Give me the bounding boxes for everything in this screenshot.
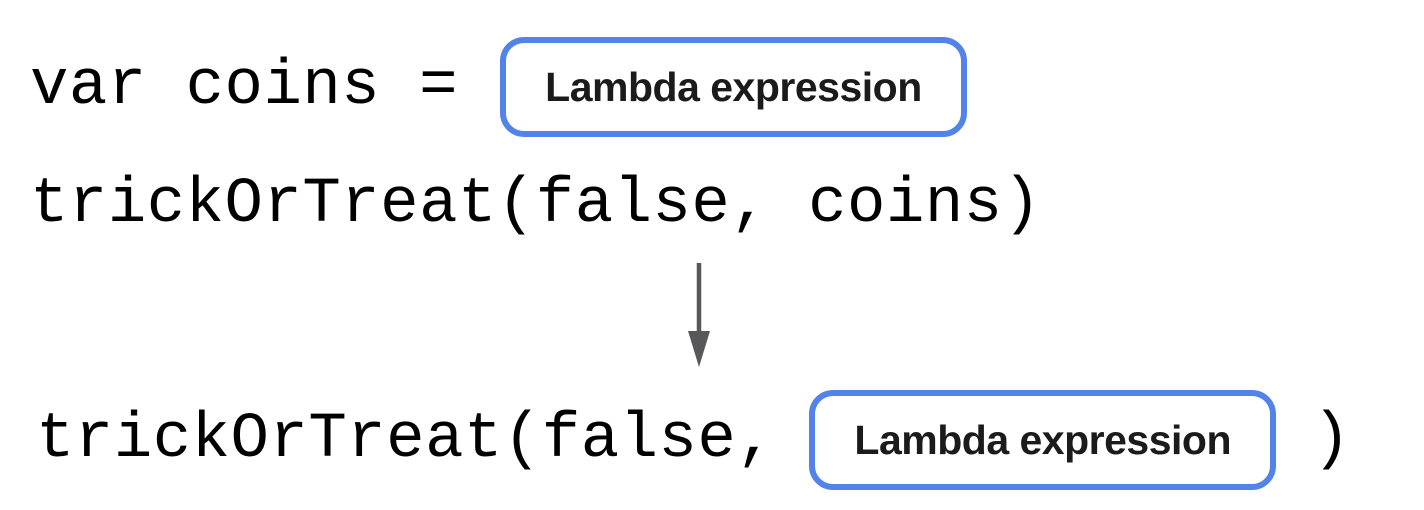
lambda-expression-label-2: Lambda expression <box>854 416 1231 463</box>
lambda-expression-box-2: Lambda expression <box>809 390 1277 490</box>
code-line-assignment: var coins = Lambda expression <box>30 37 967 137</box>
down-arrow-icon <box>682 261 716 371</box>
lambda-expression-box-1: Lambda expression <box>499 37 967 137</box>
code-line-call-before: trickOrTreat(false, coins) <box>30 155 1042 255</box>
code-text-call-before: trickOrTreat(false, coins) <box>30 169 1042 241</box>
code-text-closing-paren: ) <box>1312 404 1352 476</box>
code-text-call-after-prefix: trickOrTreat(false, <box>36 404 776 476</box>
code-line-call-after: trickOrTreat(false, Lambda expression ) <box>36 390 1351 490</box>
code-text-var-coins: var coins = <box>30 51 458 123</box>
lambda-expression-label-1: Lambda expression <box>545 63 922 110</box>
